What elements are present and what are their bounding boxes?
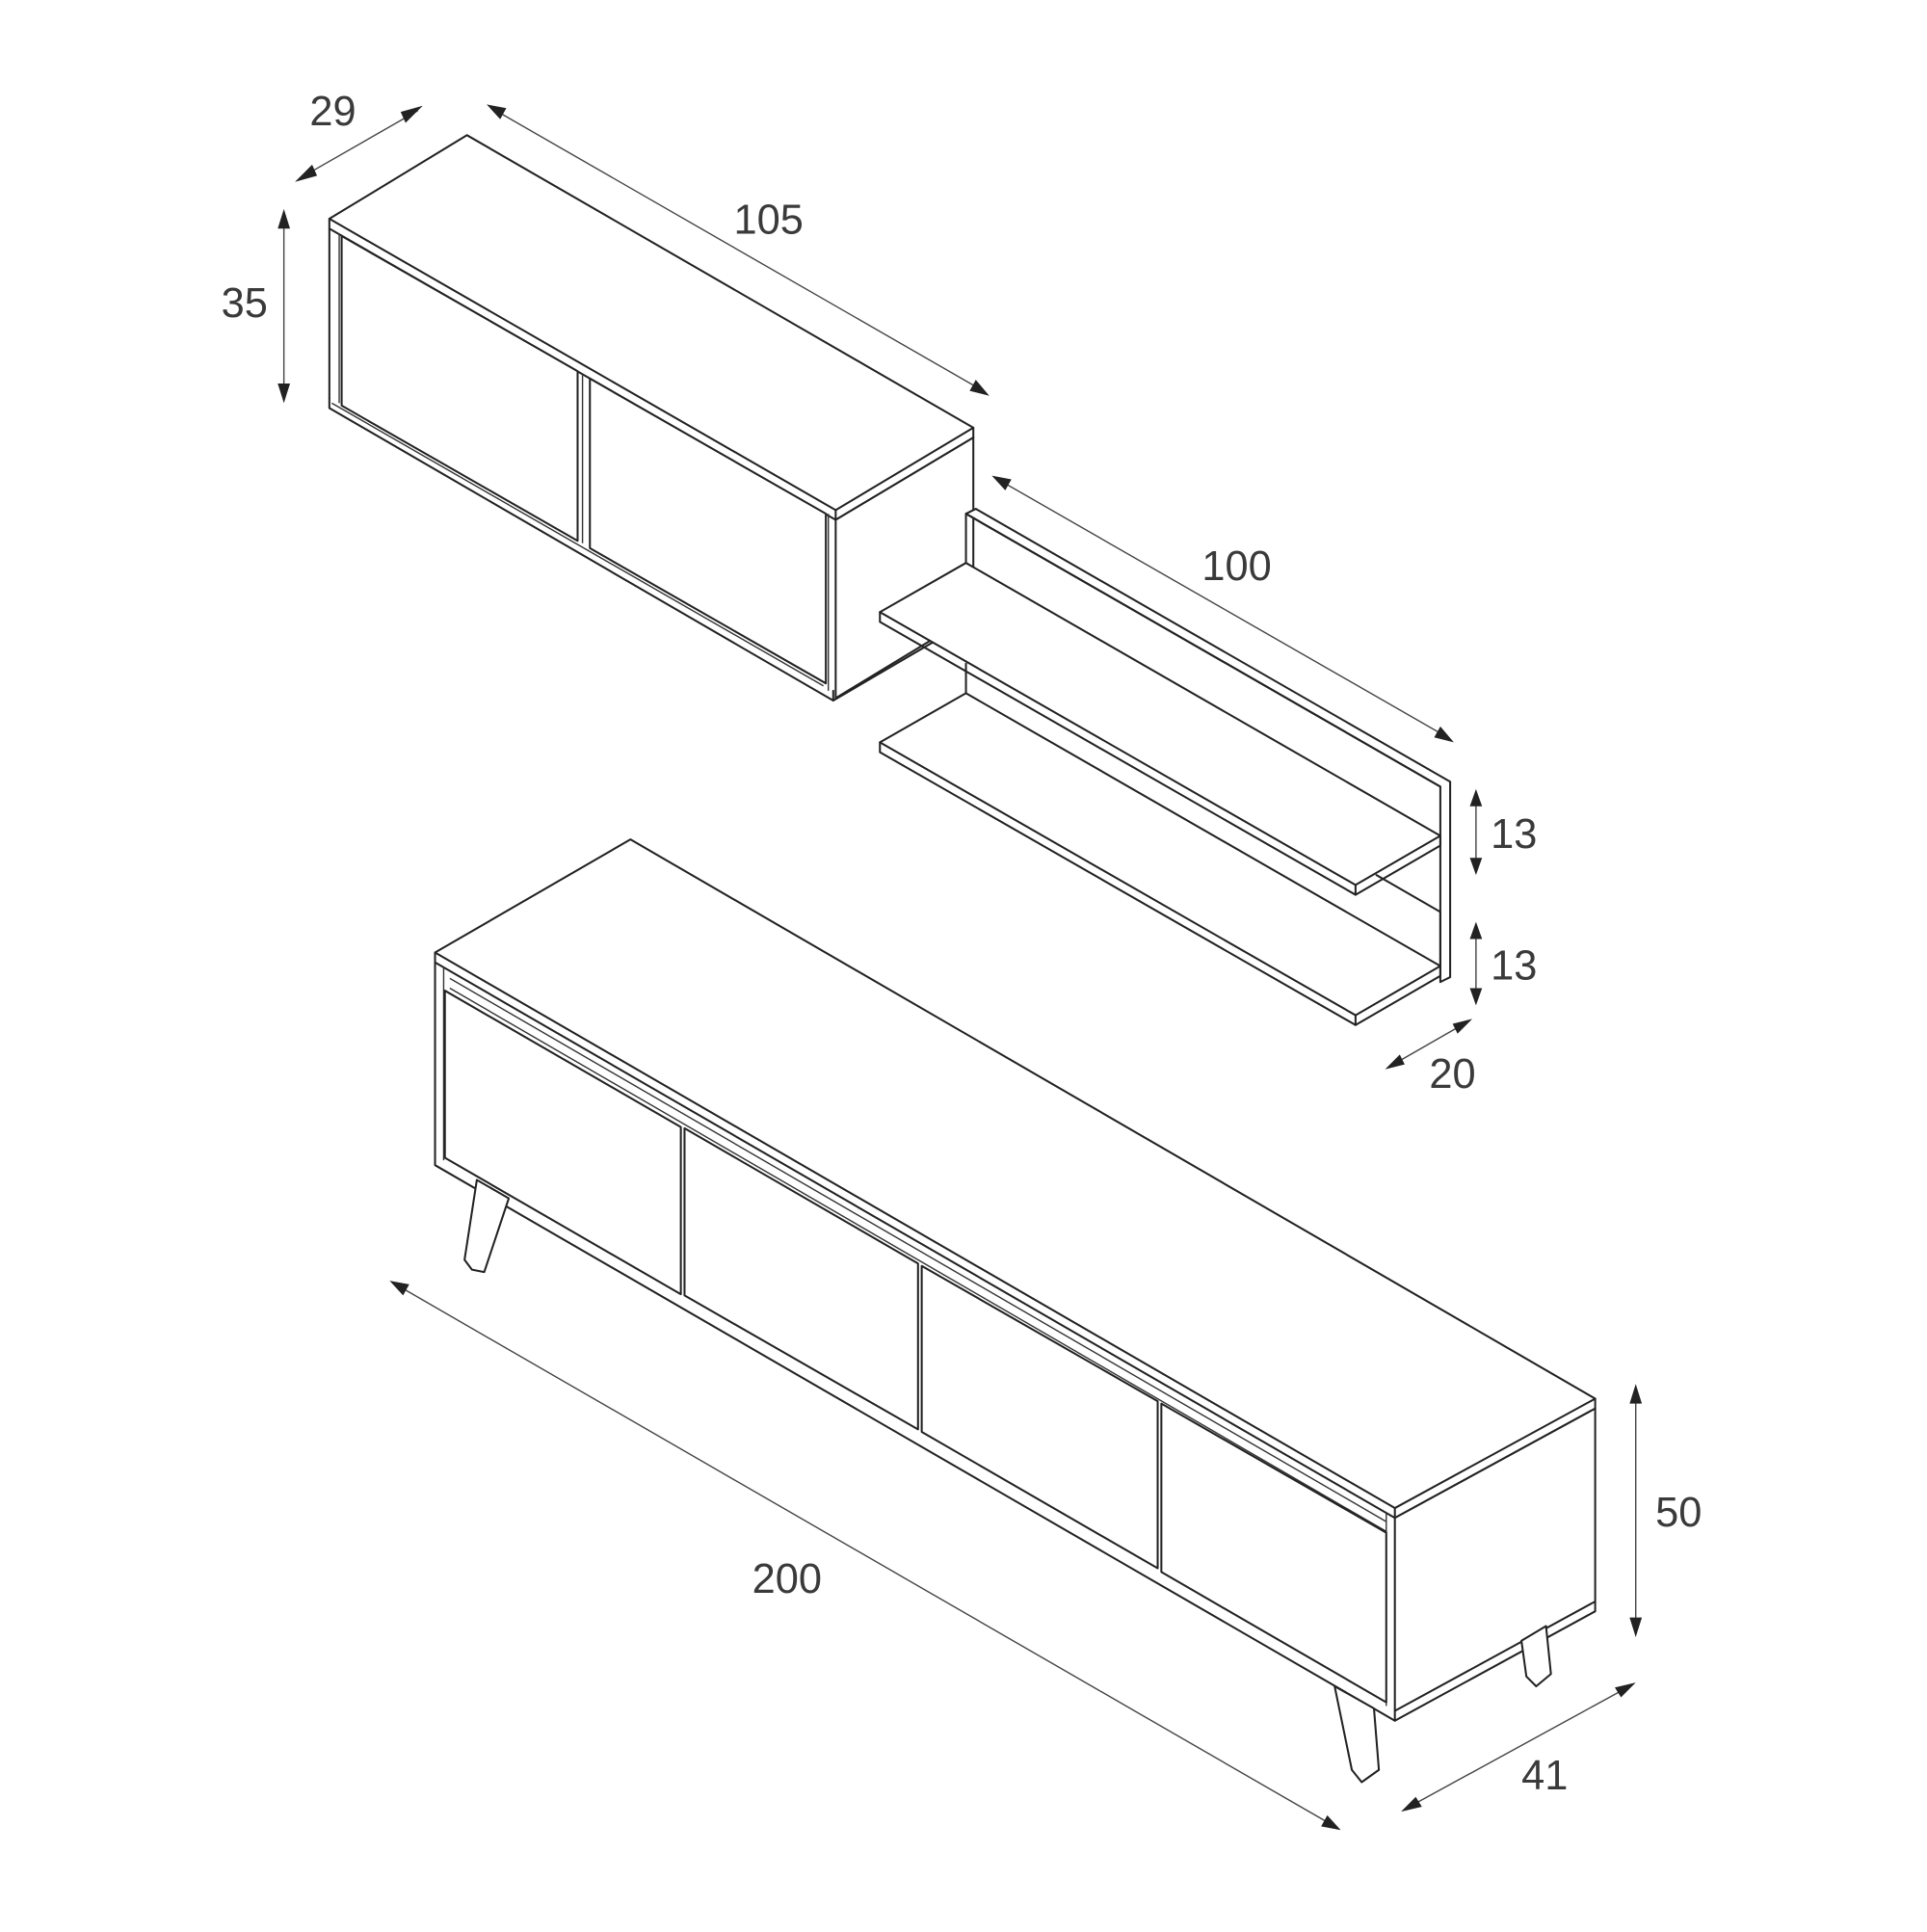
- shelf-depth-label: 20: [1429, 1051, 1475, 1098]
- arrow-icon: [1469, 788, 1483, 807]
- arrow-icon: [1629, 1384, 1643, 1404]
- arrow-icon: [277, 383, 291, 404]
- wall-shelves: [879, 508, 1452, 1026]
- arrow-icon: [389, 1281, 409, 1296]
- wall-cabinet-door-right: [589, 377, 828, 685]
- wall-cabinet: [328, 134, 975, 702]
- tv-depth-label: 41: [1521, 1753, 1568, 1799]
- wall-cabinet-door-left: [340, 234, 579, 543]
- tv-unit-door-2: [683, 1126, 919, 1431]
- shelf-width-label: 100: [1201, 543, 1271, 590]
- tv-height-label: 50: [1655, 1490, 1702, 1536]
- arrow-icon: [1629, 1617, 1643, 1637]
- arrow-icon: [1434, 726, 1454, 743]
- arrow-icon: [1469, 988, 1483, 1006]
- shelf-gap-upper-label: 13: [1491, 811, 1537, 858]
- shelf-gap-lower-label: 13: [1491, 943, 1537, 990]
- tv-unit-leg-back-right: [1520, 1625, 1552, 1688]
- cabinet-height-label: 35: [222, 280, 268, 327]
- arrow-icon: [1401, 1796, 1422, 1813]
- arrow-icon: [277, 208, 291, 229]
- arrow-icon: [969, 380, 990, 396]
- tv-width-label: 200: [752, 1556, 822, 1602]
- arrow-icon: [1469, 921, 1483, 940]
- arrow-icon: [295, 164, 318, 182]
- tv-unit-door-1: [443, 990, 682, 1296]
- arrow-icon: [1615, 1682, 1636, 1698]
- tv-unit-door-3: [920, 1264, 1159, 1570]
- dimensions: 29 105 35 100 13 13 20 20: [222, 89, 1702, 1831]
- tv-unit-leg-front-left: [463, 1178, 511, 1274]
- tv-unit-leg-front-right: [1333, 1684, 1381, 1784]
- cabinet-width-label: 105: [733, 197, 803, 243]
- arrow-icon: [1469, 858, 1483, 876]
- arrow-icon: [991, 475, 1012, 490]
- tv-unit: [434, 838, 1597, 1784]
- arrow-icon: [1452, 1019, 1473, 1034]
- tv-unit-door-4: [1160, 1402, 1387, 1704]
- arrow-icon: [487, 104, 507, 119]
- cabinet-depth-label: 29: [309, 89, 356, 135]
- arrow-icon: [1321, 1814, 1341, 1831]
- arrow-icon: [1385, 1054, 1405, 1070]
- arrow-icon: [400, 105, 423, 123]
